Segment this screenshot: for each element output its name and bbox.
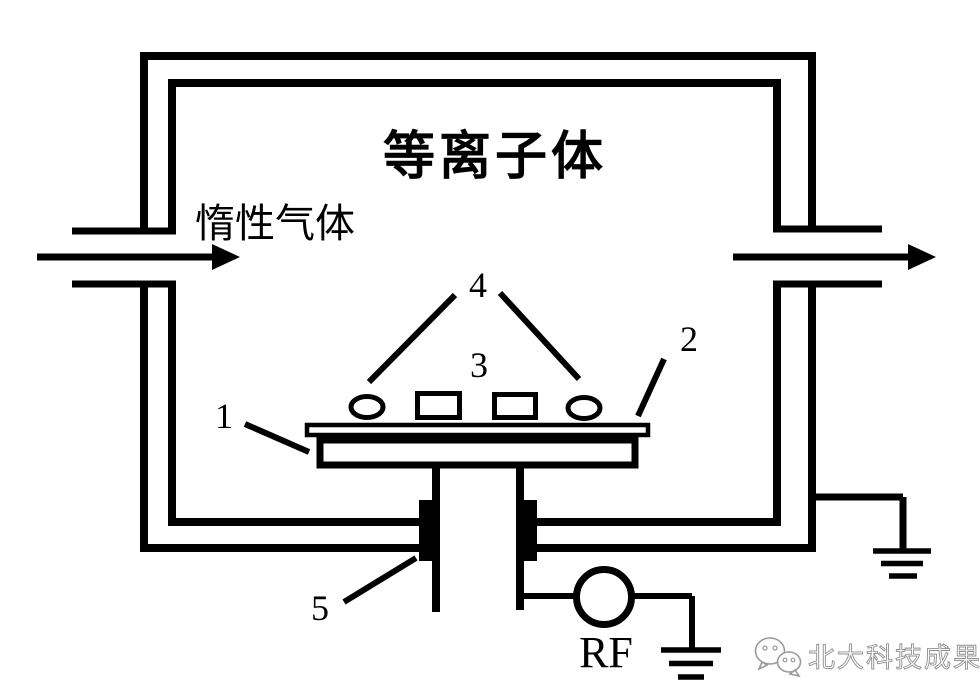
rf-wire-right <box>631 593 695 650</box>
inert-gas-label: 惰性气体 <box>195 201 355 246</box>
callout-2: 2 <box>680 319 698 359</box>
callout-line-5 <box>342 555 418 605</box>
callout-1: 1 <box>215 396 233 436</box>
gas-inlet-arrow <box>37 244 240 270</box>
sample-stage <box>316 436 639 469</box>
sample-square-left <box>415 391 462 420</box>
watermark-text: 北大科技成果 <box>808 643 980 673</box>
rf-label: RF <box>579 628 633 677</box>
gas-inlet-arrowhead-icon <box>212 244 240 270</box>
support-column <box>432 468 524 612</box>
callout-line-1 <box>243 421 311 455</box>
chamber-ground-icon <box>873 548 931 579</box>
callout-line-2 <box>635 357 667 418</box>
wechat-icon <box>754 637 802 678</box>
gas-outlet-arrowhead-icon <box>908 244 936 270</box>
callout-line-4-right <box>497 290 582 382</box>
rf-source-icon <box>573 566 635 628</box>
sample-oval-right <box>565 395 603 421</box>
feedthrough-seal-right <box>520 500 537 561</box>
carrier-plate <box>304 422 651 438</box>
watermark: 北大科技成果 <box>754 637 980 678</box>
plasma-title: 等离子体 <box>383 128 607 186</box>
chamber-ground-wire <box>812 493 907 551</box>
chamber-outer-wall <box>140 52 816 552</box>
feedthrough-seal-left <box>419 500 436 561</box>
chamber-inner-wall <box>168 79 781 526</box>
callout-4: 4 <box>469 265 487 305</box>
gas-outlet-arrow <box>733 244 936 270</box>
gas-outlet-port <box>773 225 882 288</box>
sample-oval-left <box>348 394 386 420</box>
rf-ground-icon <box>661 647 721 680</box>
gas-inlet-port <box>72 227 176 288</box>
sample-square-right <box>492 392 538 420</box>
callout-3: 3 <box>470 345 488 385</box>
callout-5: 5 <box>311 588 329 628</box>
callout-line-4-left <box>366 292 458 385</box>
